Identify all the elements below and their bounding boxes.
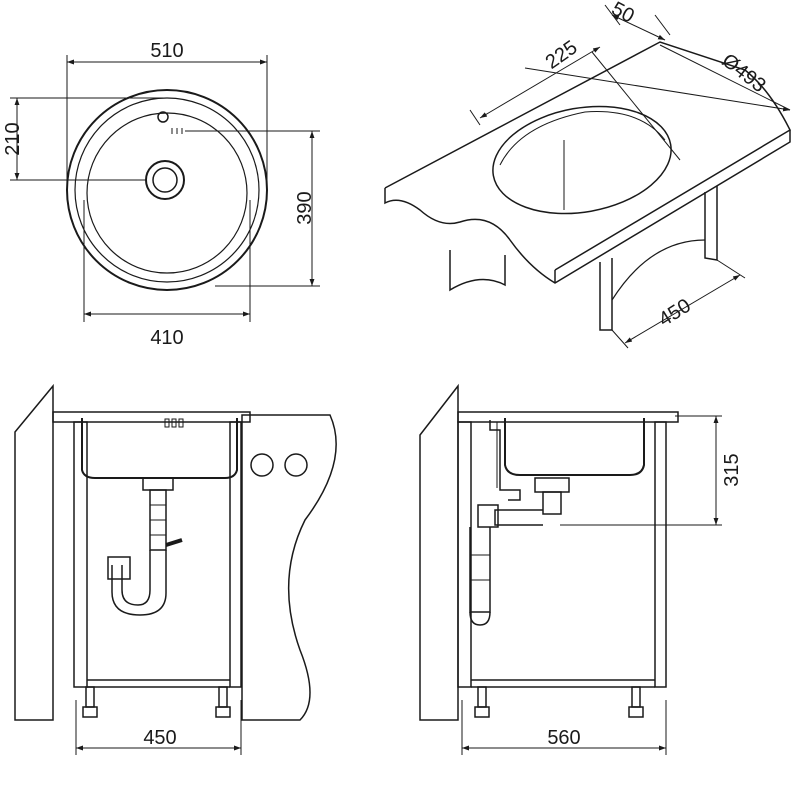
sink-rim-inner	[74, 97, 260, 283]
front-siphon-inlet	[165, 538, 183, 547]
dim-countertop-edge: 50	[608, 0, 638, 28]
isometric-view: 50 225 Ø493 450	[384, 0, 791, 349]
front-countertop	[52, 411, 251, 423]
side-leg-right	[631, 686, 641, 708]
dim-drain-offset: 210	[2, 122, 24, 155]
dim-cabinet-depth: 450	[655, 295, 695, 331]
front-siphon-trap	[111, 550, 167, 616]
outlet-left	[250, 453, 274, 477]
cabinet-back-edge	[611, 239, 706, 301]
front-drain-top	[142, 477, 174, 491]
overflow-icon	[171, 128, 183, 134]
dim-outer-width: 510	[150, 40, 183, 62]
side-drain-pipe	[542, 491, 562, 515]
front-siphon-outlet	[107, 556, 131, 580]
side-siphon-trap	[469, 527, 491, 613]
side-dimension-560: 560	[461, 700, 667, 755]
side-cabinet-back-panel	[457, 421, 472, 688]
side-dimension-315: 315	[560, 415, 743, 526]
overflow-icon-front	[164, 418, 184, 428]
dim-bowl-width: 410	[150, 327, 183, 349]
side-countertop	[457, 411, 679, 423]
dim-line-iso-450	[624, 274, 741, 344]
dim-cabinet-depth-side: 560	[547, 727, 580, 749]
drain-inner	[152, 167, 178, 193]
front-leg-left	[85, 686, 95, 708]
wall-right	[241, 414, 337, 721]
drain-outer	[145, 160, 185, 200]
dim-cutout-diameter: Ø493	[718, 50, 770, 97]
sink-cutout	[492, 105, 672, 215]
top-view: 510 210 390 410	[2, 40, 320, 349]
side-overflow-pipe	[489, 420, 521, 501]
dim-line-50	[611, 14, 666, 41]
dim-line-493	[524, 67, 791, 112]
dim-sink-depth: 315	[721, 453, 743, 486]
side-view	[419, 383, 679, 721]
dim-cutout-offset: 225	[542, 37, 582, 74]
front-dimension: 450	[75, 700, 242, 755]
cutout-inner-edge	[499, 111, 666, 166]
cabinet-panel-back-right	[704, 186, 718, 261]
side-sink-basin	[504, 418, 645, 476]
dim-cabinet-width: 450	[143, 727, 176, 749]
countertop-top	[384, 41, 791, 271]
front-view	[14, 383, 337, 721]
side-horizontal-pipe	[494, 509, 543, 526]
brick-wall-side	[419, 383, 459, 721]
countertop-front-edge	[384, 130, 791, 284]
side-drain-top	[534, 477, 570, 493]
sink-bowl	[86, 112, 248, 274]
front-leg-right	[218, 686, 228, 708]
cabinet-panel-front-right	[599, 258, 613, 331]
front-sink-basin	[81, 418, 238, 479]
cabinet-panel-left	[449, 250, 506, 292]
front-cabinet-left-panel	[73, 421, 88, 688]
side-leg-left	[477, 686, 487, 708]
side-cabinet-front-panel	[654, 421, 667, 688]
outlet-right	[284, 453, 308, 477]
dim-depth: 390	[294, 191, 316, 224]
dim-line-225	[479, 46, 601, 119]
brick-wall-left	[14, 383, 54, 721]
tap-hole	[157, 111, 169, 123]
front-cabinet-right-panel	[229, 421, 242, 688]
